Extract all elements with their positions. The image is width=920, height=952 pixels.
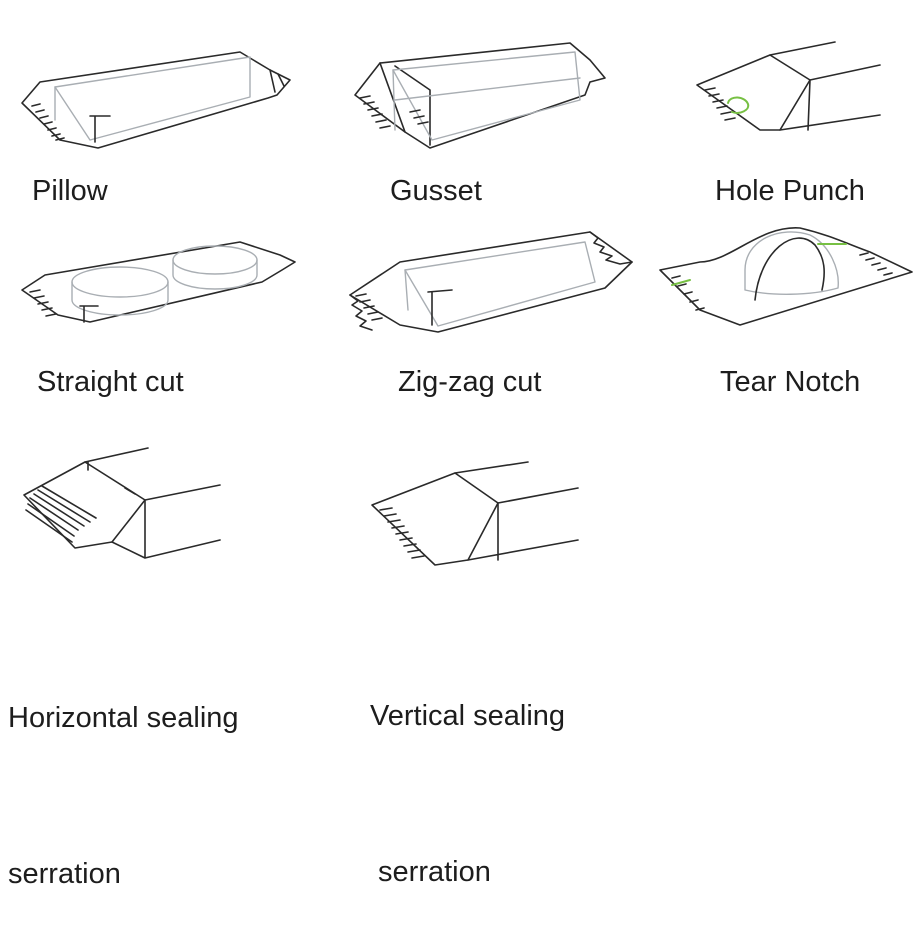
packaging-illustrations bbox=[21, 41, 913, 566]
straight-cut-label: Straight cut bbox=[37, 366, 184, 398]
horizontal-sealing-serration-illustration bbox=[23, 447, 221, 559]
horizontal-sealing-serration-label: Horizontal sealing serration bbox=[8, 588, 239, 952]
tear-notch-bag-illustration bbox=[659, 227, 913, 326]
straight-cut-bag-illustration bbox=[21, 241, 296, 323]
label-line: serration bbox=[8, 858, 121, 890]
pillow-label: Pillow bbox=[32, 175, 108, 207]
label-line: serration bbox=[370, 856, 491, 888]
hole-punch-label: Hole Punch bbox=[715, 175, 865, 207]
gusset-label: Gusset bbox=[390, 175, 482, 207]
label-line: Vertical sealing bbox=[370, 700, 566, 732]
pillow-bag-illustration bbox=[21, 51, 291, 149]
zig-zag-cut-label: Zig-zag cut bbox=[398, 366, 542, 398]
tear-notch-label: Tear Notch bbox=[720, 366, 861, 398]
vertical-sealing-serration-label: Vertical sealing serration bbox=[370, 586, 565, 950]
hole-punch-bag-illustration bbox=[696, 41, 881, 131]
vertical-sealing-serration-illustration bbox=[371, 461, 579, 566]
label-line: Horizontal sealing bbox=[8, 702, 239, 734]
gusset-bag-illustration bbox=[354, 42, 606, 149]
zig-zag-cut-bag-illustration bbox=[349, 231, 633, 333]
